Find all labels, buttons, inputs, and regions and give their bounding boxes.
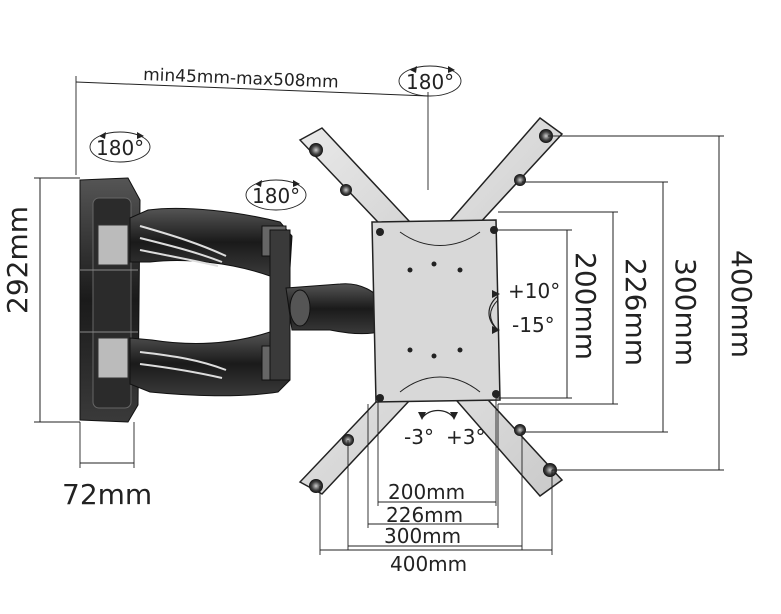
wall-height-dimension: 292mm: [1, 177, 80, 423]
bolt: [539, 129, 553, 143]
vesa-v-400-label: 400mm: [725, 250, 758, 358]
vesa-h-300-label: 300mm: [384, 524, 461, 548]
arm-pivot-rotation-badge: 180°: [245, 179, 307, 211]
vesa-h-200-label: 200mm: [388, 480, 465, 504]
vesa-v-226-label: 226mm: [619, 258, 652, 366]
wall-height-label: 292mm: [1, 206, 34, 314]
arm-pivot-rotation-label: 180°: [252, 184, 300, 208]
bolt: [514, 424, 526, 436]
x-bracket: [298, 116, 564, 498]
wall-plate: [79, 177, 141, 423]
level-right-label: +3°: [446, 425, 485, 449]
bolt: [376, 394, 384, 402]
bolt: [309, 143, 323, 157]
wall-width-dimension: 72mm: [62, 422, 152, 511]
vesa-h-400-label: 400mm: [390, 552, 467, 576]
wall-pivot-rotation-label: 180°: [96, 136, 144, 160]
center-joint: [269, 229, 385, 381]
level-indicator: -3° +3°: [404, 409, 485, 449]
bolt: [340, 184, 352, 196]
top-rotation-badge: 180°: [398, 65, 462, 97]
bolt: [490, 226, 498, 234]
tilt-up-label: +10°: [508, 279, 560, 303]
vesa-v-300-label: 300mm: [669, 258, 702, 366]
bolt: [492, 390, 500, 398]
arm-extension-dimension: min45mm-max508mm: [75, 65, 429, 190]
tilt-down-label: -15°: [512, 313, 555, 337]
bolt: [376, 228, 384, 236]
wall-width-label: 72mm: [62, 478, 152, 511]
bracket-bolts: [309, 129, 557, 493]
upper-arm: [129, 207, 293, 277]
top-rotation-label: 180°: [406, 70, 454, 94]
bolt: [309, 479, 323, 493]
vesa-v-200-label: 200mm: [569, 252, 602, 360]
arm-extension-label: min45mm-max508mm: [143, 65, 339, 92]
vesa-horizontal-dimensions: 200mm 226mm 300mm 400mm: [319, 396, 553, 576]
wall-pivot-rotation-badge: 180°: [89, 131, 151, 163]
tilt-indicator: +10° -15°: [488, 279, 560, 337]
vesa-vertical-dimensions: 200mm 226mm 300mm 400mm: [496, 135, 758, 471]
vesa-h-226-label: 226mm: [386, 503, 463, 527]
bolt: [514, 174, 526, 186]
level-left-label: -3°: [404, 425, 434, 449]
bolt: [543, 463, 557, 477]
lower-arm: [129, 331, 291, 397]
